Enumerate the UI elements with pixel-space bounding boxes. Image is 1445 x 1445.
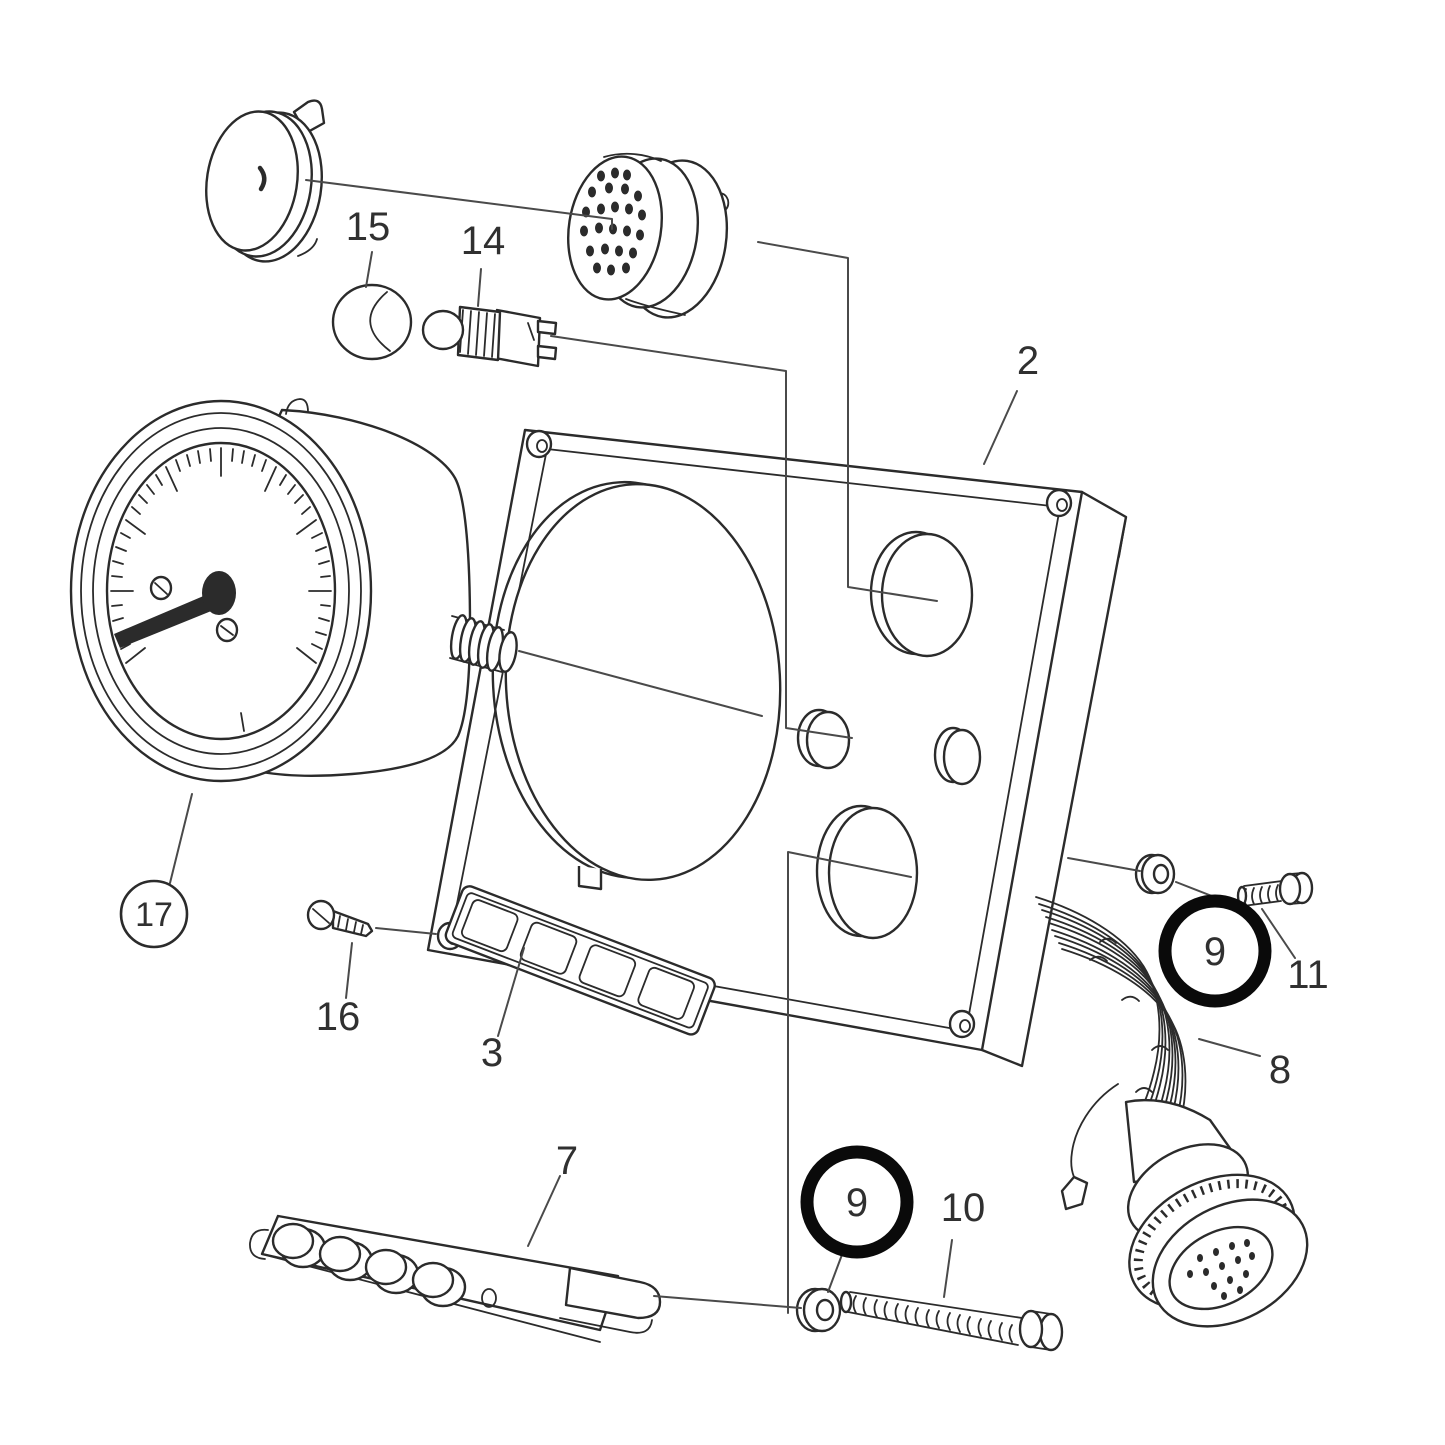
- cover-face: [205, 110, 299, 252]
- part-wiring-harness: [1035, 896, 1309, 1328]
- leader-7: [527, 1175, 561, 1247]
- bracket-knobs: [271, 1222, 467, 1308]
- leader-stud-to-hole: [518, 650, 763, 717]
- bolt-tip: [839, 1290, 853, 1314]
- panel-hole-bottom: [827, 806, 919, 940]
- tachometer-mounting-stud: [449, 614, 518, 673]
- leader-11: [1261, 908, 1296, 959]
- leader-bracket-to-bolt: [653, 1295, 802, 1309]
- leader-14: [477, 268, 482, 307]
- callout-17-ring: [119, 879, 189, 949]
- harness-single-wire: [1070, 1083, 1119, 1178]
- light-window-3: [578, 944, 637, 998]
- callout-8: 8: [1269, 1048, 1291, 1092]
- panel-hole-tachometer: [504, 482, 782, 882]
- part-light-strip: [444, 885, 716, 1036]
- part-side-screw: [1236, 871, 1314, 907]
- screw16-threads: [337, 915, 364, 935]
- light-window-1: [461, 899, 519, 953]
- panel-side-step: [1118, 516, 1127, 558]
- light-window-4: [637, 966, 695, 1020]
- part-bulb-socket: [421, 305, 558, 368]
- leader-3: [497, 947, 525, 1037]
- harness-connector-pins: [1187, 1239, 1255, 1300]
- part-switch-bracket: [249, 1214, 662, 1343]
- panel-hole-bulb: [805, 710, 851, 770]
- part-mounting-bolt: [839, 1290, 1064, 1352]
- dial-screws: [149, 575, 239, 643]
- leader-10: [943, 1239, 953, 1298]
- bracket-arm-upper: [564, 1266, 662, 1320]
- leader-15: [365, 251, 373, 288]
- tachometer-needle-hub: [202, 571, 236, 615]
- tachometer-bezel-ring3: [92, 427, 350, 755]
- leader-connector-to-hole: [757, 241, 938, 602]
- cap-nut-body: [331, 283, 413, 361]
- callout-9-lower: 9: [846, 1181, 868, 1225]
- part-blanking-cover: [205, 99, 326, 263]
- callout-9-side: 9: [1204, 930, 1226, 974]
- screw16-slot: [312, 908, 330, 924]
- connector-pins: [580, 167, 646, 276]
- bolt-head: [1018, 1309, 1044, 1349]
- bracket-hole: [481, 1288, 497, 1308]
- tachometer-bezel-ring2: [80, 412, 362, 770]
- tachometer-needle: [114, 586, 231, 648]
- bulb-terminals: [536, 319, 558, 361]
- bolt-threads: [852, 1295, 1013, 1343]
- bulb-detail: [527, 322, 535, 341]
- panel-hole-topright: [880, 532, 974, 658]
- part-washer-side: [1134, 853, 1176, 895]
- panel-hole-notch: [577, 866, 603, 891]
- part-instrument-panel: [426, 428, 1128, 1068]
- harness-spade-terminal: [1060, 1175, 1089, 1211]
- leader-bulb-to-hole: [550, 335, 853, 739]
- callout-9-side-ring: [1158, 894, 1272, 1008]
- leader-cover-to-connector: [305, 179, 613, 230]
- tachometer-body-tab: [285, 398, 309, 415]
- callout-7: 7: [556, 1139, 578, 1183]
- cover-step: [297, 238, 318, 257]
- panel-hole-small: [942, 728, 982, 786]
- callout-9-lower-ring: [800, 1145, 914, 1259]
- callout-2: 2: [1017, 339, 1039, 383]
- callout-11: 11: [1287, 953, 1329, 997]
- bracket-loop: [249, 1228, 269, 1260]
- callout-14: 14: [461, 219, 506, 263]
- cover-center-mark: [257, 165, 267, 192]
- callout-15: 15: [346, 205, 391, 249]
- tachometer-scale-ticks: [110, 447, 332, 732]
- callout-16: 16: [316, 995, 361, 1039]
- cap-nut-face-edge: [369, 291, 391, 352]
- part-tachometer: [69, 398, 518, 783]
- leader-lines: [169, 179, 1296, 1314]
- leader-panel-to-washer: [1067, 857, 1141, 872]
- bulb-tip: [421, 309, 465, 351]
- connector-silhouette: [603, 152, 686, 316]
- screw11-head: [1278, 872, 1302, 906]
- leader-bolt-to-hole: [787, 851, 912, 1314]
- callout-3: 3: [481, 1031, 503, 1075]
- leader-17: [169, 793, 193, 884]
- callout-labels: 2 3 7 8 10 11 14 15 16 9 9 17: [119, 205, 1329, 1259]
- leader-16: [345, 942, 353, 999]
- light-window-2: [519, 921, 578, 975]
- part-corner-screw: [306, 899, 374, 938]
- leader-2: [983, 390, 1018, 465]
- part-cap-nut: [331, 283, 413, 361]
- callout-17: 17: [135, 896, 173, 934]
- bolt-shank-edges: [847, 1291, 1023, 1346]
- part-top-connector: [566, 152, 730, 319]
- panel-side-wall: [980, 490, 1128, 1068]
- bolt-head-back: [1038, 1312, 1064, 1352]
- leader-screw16-to-panel: [375, 927, 437, 935]
- harness-connector: [1124, 1098, 1309, 1328]
- leader-8: [1198, 1038, 1261, 1057]
- part-washer-lower: [795, 1287, 842, 1333]
- callout-10: 10: [941, 1186, 986, 1230]
- leader-9-lower: [827, 1251, 844, 1293]
